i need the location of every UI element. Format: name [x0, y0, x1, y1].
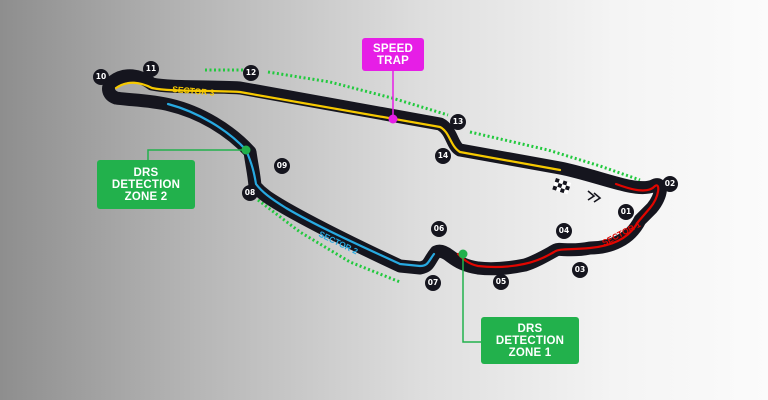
- corner-10: 10: [93, 69, 109, 85]
- speed-trap-line-1: SPEED: [373, 42, 413, 55]
- speed-trap-callout: SPEED TRAP: [362, 38, 424, 71]
- drs-zones: [205, 68, 641, 284]
- corner-13: 13: [450, 114, 466, 130]
- drs1-marker: [458, 249, 468, 259]
- corner-06: 06: [431, 221, 447, 237]
- corner-04: 04: [556, 223, 572, 239]
- corner-11: 11: [143, 61, 159, 77]
- corner-05: 05: [493, 274, 509, 290]
- sector-3-line: [114, 81, 562, 172]
- sector-3-label: SECTOR 3: [172, 84, 215, 98]
- corner-09: 09: [274, 158, 290, 174]
- corner-01: 01: [618, 204, 634, 220]
- corner-08: 08: [242, 185, 258, 201]
- chequered-flag-icon: [552, 178, 572, 195]
- sector-2-line: [166, 102, 436, 268]
- drs2-leader: [147, 149, 246, 162]
- speed-trap-line-2: TRAP: [376, 54, 410, 67]
- corner-14: 14: [435, 148, 451, 164]
- sector-1-line: [456, 182, 660, 269]
- speed-trap-marker: [388, 114, 398, 124]
- drs1-line-2: DETECTION: [495, 334, 565, 347]
- drs1-line-1: DRS: [517, 322, 543, 335]
- drs2-line-3: ZONE 2: [124, 190, 168, 203]
- corner-07: 07: [425, 275, 441, 291]
- callout-leaders: [147, 70, 481, 343]
- drs2-line-2: DETECTION: [111, 178, 181, 191]
- drs-detection-zone-1-callout: DRS DETECTION ZONE 1: [481, 317, 579, 364]
- drs2-line-1: DRS: [133, 166, 159, 179]
- drs1-leader: [462, 254, 481, 343]
- direction-chevrons-icon: [587, 190, 602, 203]
- corner-02: 02: [662, 176, 678, 192]
- drs1-line-3: ZONE 1: [508, 346, 552, 359]
- corner-12: 12: [243, 65, 259, 81]
- drs-zone-sector2: [257, 198, 401, 284]
- corner-03: 03: [572, 262, 588, 278]
- drs-zone-back-straight: [267, 70, 449, 117]
- drs-detection-zone-2-callout: DRS DETECTION ZONE 2: [97, 160, 195, 209]
- drs2-marker: [241, 145, 251, 155]
